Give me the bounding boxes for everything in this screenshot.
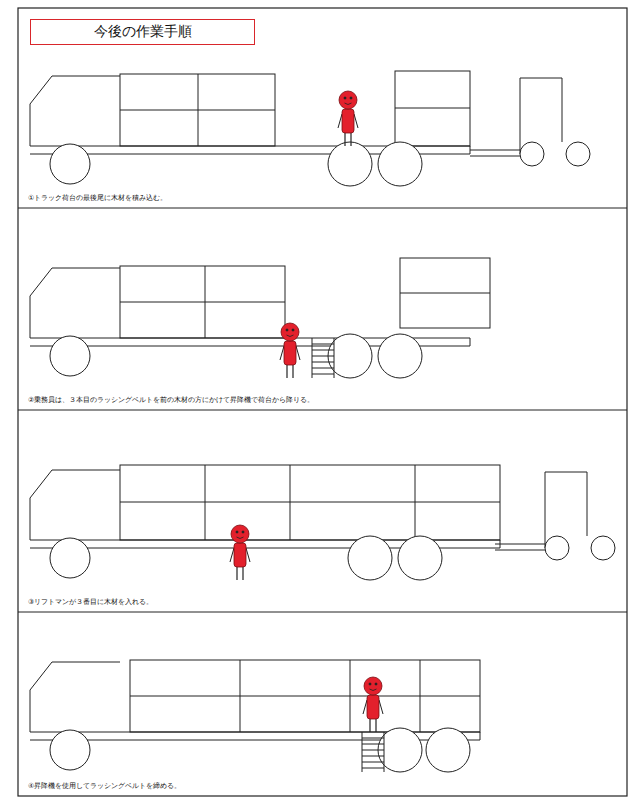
step-caption: ②乗務員は、３本目のラッシングベルトを前の木材の方にかけて昇降機で荷台から降りる… bbox=[28, 396, 314, 405]
step-caption: ③リフトマンが３番目に木材を入れる。 bbox=[28, 598, 153, 607]
step-panel: ②乗務員は、３本目のラッシングベルトを前の木材の方にかけて昇降機で荷台から降りる… bbox=[18, 208, 627, 410]
step-panel: ①トラック荷台の最後尾に木材を積み込む。 bbox=[18, 50, 627, 208]
title: 今後の作業手順 bbox=[94, 23, 192, 41]
step-panel: ④昇降機を使用してラッシングベルトを締める。 bbox=[18, 612, 627, 796]
step-panel: ③リフトマンが３番目に木材を入れる。 bbox=[18, 410, 627, 612]
step-caption: ④昇降機を使用してラッシングベルトを締める。 bbox=[28, 782, 181, 791]
step-caption: ①トラック荷台の最後尾に木材を積み込む。 bbox=[28, 194, 167, 203]
title-box: 今後の作業手順 bbox=[30, 19, 255, 45]
